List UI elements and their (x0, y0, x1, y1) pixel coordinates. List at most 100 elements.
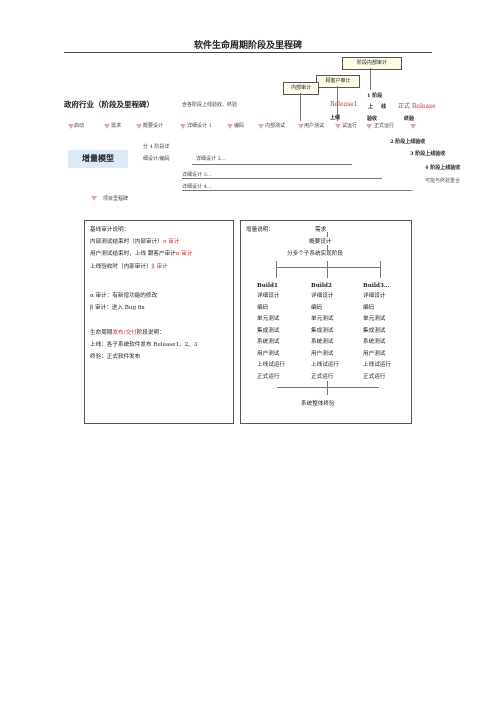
legend-label: 项目里程碑 (103, 196, 129, 202)
build-cell: 集成测试 (311, 327, 334, 334)
build-cell: 用户测试 (257, 350, 280, 357)
incremental-model-label: 增量模型 (68, 150, 128, 168)
title-rule (64, 52, 432, 53)
stage-item: 内部测试 (265, 123, 286, 129)
release1-label: Release1 (330, 101, 358, 108)
stage2-label: 2 阶段上线验收 (390, 139, 426, 145)
gov-note: 含各阶段上线验收、终验 (182, 102, 238, 108)
build-cell: 正式运行 (311, 373, 334, 380)
alpha-audit-tag: α 审计 (175, 251, 193, 257)
flow-connector (327, 245, 328, 251)
increment-box: 增量说明： 需求 概要设计 分多个子系统实现阶段 Build1 Build2 B… (240, 220, 412, 424)
increment-line (192, 164, 352, 165)
gov-industry-label: 政府行业（阶段及里程碑） (64, 100, 154, 109)
may-combine-note: 可能与终验重合 (425, 178, 461, 184)
milestone-icon (136, 124, 142, 129)
stage-item: 详细设计 1 (187, 123, 212, 129)
stage-item: 启动 (74, 123, 85, 129)
milestone-icon (298, 124, 304, 129)
final-acceptance-label: 终验 (404, 116, 415, 122)
baseline-line-2-text: 用户测试结束时，上线 跟客户审计 (90, 251, 176, 257)
stage1-label: 1 阶段 (367, 93, 383, 99)
milestone-icon (258, 124, 264, 129)
connector (370, 68, 371, 90)
build-cell: 编码 (311, 304, 323, 311)
acceptance-label: 验收 (367, 116, 378, 122)
build-cell: 详细设计 (363, 293, 386, 299)
baseline-line-3-text: 上线验收时（内部审计） (90, 264, 152, 270)
internal-audit-box: 内部审计 (283, 82, 319, 95)
stage-bar: 启动 需求 概要设计 详细设计 1 编码 内部测试 用户测试 试运行 正式运行 (64, 122, 434, 131)
build-cell: 用户测试 (311, 350, 334, 357)
build-cell: 系统测试 (311, 339, 334, 345)
milestone-icon (335, 124, 341, 129)
increment-line (182, 190, 412, 191)
stage-item: 概要设计 (143, 123, 164, 129)
xian-label: 线 (381, 104, 387, 110)
increment-split: 分多个子系统实现阶段 (287, 251, 343, 257)
beta-note: β 审计：进入 Bug fix (90, 305, 145, 311)
increment-requirements: 需求 (315, 227, 327, 233)
connector (300, 93, 301, 121)
detail-design-2: 详细设计 2… (196, 156, 226, 162)
flow-connector (327, 232, 328, 237)
detail-design-3: 详细设计 3… (182, 172, 212, 178)
system-final-acceptance: 系统整体终验 (301, 401, 335, 407)
stage3-label: 3 阶段上线验收 (410, 151, 446, 157)
milestone-icon (104, 124, 110, 129)
baseline-line-2: 用户测试结束时，上线 跟客户审计α 审计 (90, 249, 192, 260)
build-cell: 单元测试 (257, 316, 280, 322)
merge-connector (327, 381, 328, 395)
milestone-icon (68, 124, 74, 129)
milestone-icon (366, 124, 372, 129)
stage-item: 试运行 (342, 123, 358, 129)
build-cell: 详细设计 (311, 293, 334, 299)
incremental-design-code-label: 细设计/编码 (143, 156, 170, 162)
baseline-line-1: 内部测试结束时（内部审计）α 审计 (90, 237, 179, 248)
shang-label: 上 (368, 104, 374, 110)
build-cell: 正式运行 (363, 373, 386, 380)
stage4-label: 4 阶段上线验收 (425, 165, 461, 171)
sdlc-heading-b: 发布/交付 (112, 330, 137, 336)
flow-connector (327, 261, 328, 278)
milestone-legend-icon (91, 196, 97, 201)
build-cell: 系统测试 (257, 339, 280, 345)
connector (337, 86, 338, 121)
build-header: Build3… (363, 283, 390, 289)
stage-item: 正式运行 (374, 123, 395, 129)
baseline-heading: 基线审计说明： (90, 227, 130, 233)
increment-line (182, 178, 382, 179)
beta-audit-tag: β 审计 (151, 264, 168, 270)
detail-design-4: 详细设计 4… (182, 184, 212, 190)
customer-audit-box: 顾客户审计 (316, 75, 360, 88)
milestone-icon (180, 124, 186, 129)
build-header: Build2 (311, 283, 332, 289)
flow-connector (276, 267, 380, 268)
merge-connector (277, 387, 379, 388)
baseline-audit-box: 基线审计说明： 内部测试结束时（内部审计）α 审计 用户测试结束时，上线 跟客户… (84, 220, 234, 424)
sdlc-heading-c: 阶段说明： (136, 330, 165, 336)
page-title: 软件生命周期阶段及里程碑 (193, 41, 302, 51)
build-cell: 集成测试 (257, 327, 280, 334)
build-cell: 系统测试 (363, 339, 386, 345)
formal-release-label: 正式 Release (398, 103, 436, 110)
increment-heading: 增量说明： (246, 227, 274, 233)
baseline-line-1-text: 内部测试结束时（内部审计） (90, 239, 163, 245)
increment-outline-design: 概要设计 (309, 239, 332, 245)
online-label: 上线 (330, 115, 341, 121)
build-cell: 集成测试 (363, 327, 386, 334)
build-cell: 上线试运行 (311, 362, 339, 368)
incremental-split-label: 分 4 阶段详 (143, 144, 170, 150)
final-note: 终验：正式软件发布 (90, 354, 141, 360)
build-cell: 编码 (257, 304, 269, 311)
build-header: Build1 (257, 283, 278, 289)
online-note: 上线：各子系统软件发布 Release1、2、3 (90, 342, 198, 348)
build-cell: 上线试运行 (363, 362, 391, 368)
milestone-icon (410, 124, 416, 129)
alpha-audit-tag: α 审计 (162, 239, 180, 245)
milestone-icon (227, 124, 233, 129)
flow-connector (380, 261, 381, 278)
build-cell: 正式运行 (257, 373, 280, 380)
build-cell: 单元测试 (311, 316, 334, 322)
sdlc-heading: 生命周期发布/交付阶段说明： (90, 328, 165, 339)
